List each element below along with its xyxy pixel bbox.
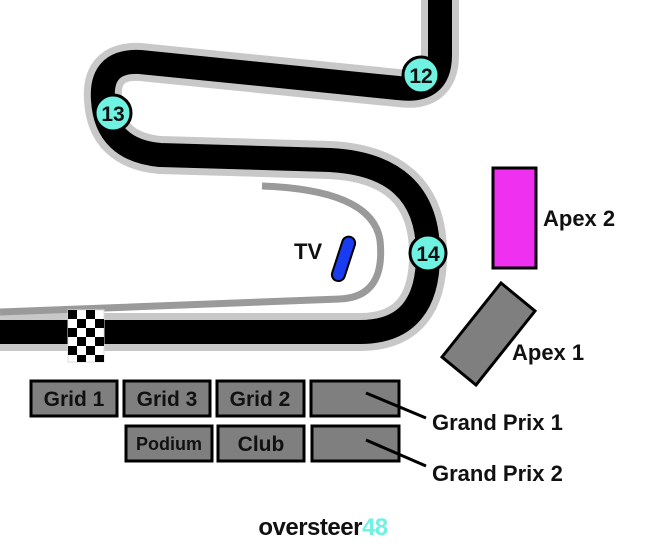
grid-1-stand[interactable]: Grid 1 [29,379,119,418]
tv-tower-icon [330,235,357,283]
apex-1-label: Apex 1 [512,340,584,365]
grand-prix-1-stand[interactable] [309,379,401,418]
club-label: Club [238,433,285,456]
podium-label: Podium [136,434,202,454]
corner-14-label: 14 [416,243,440,266]
grid-3-label: Grid 3 [137,388,198,411]
apex-1-stand[interactable] [439,280,538,388]
grand-prix-2-label: Grand Prix 2 [432,461,563,486]
grid-3-stand[interactable]: Grid 3 [122,379,212,418]
tv-label: TV [294,239,322,264]
corner-14-marker: 14 [408,233,448,273]
apex-2-label: Apex 2 [543,206,615,231]
corner-12-label: 12 [409,65,432,88]
start-finish-line [67,309,105,363]
grid-2-label: Grid 2 [230,388,291,411]
track [0,0,452,344]
podium-stand[interactable]: Podium [124,424,214,463]
club-stand[interactable]: Club [216,424,306,463]
corner-13-marker: 13 [93,93,133,133]
grand-prix-2-leader-line [365,438,427,468]
grand-prix-1-leader-line [365,391,427,420]
grand-prix-1-label: Grand Prix 1 [432,410,563,435]
corner-12-marker: 12 [401,55,441,95]
grid-2-stand[interactable]: Grid 2 [215,379,306,418]
apex-2-stand[interactable] [491,166,538,270]
logo-number: 48 [362,514,388,541]
logo-word: oversteer [258,514,362,541]
logo: oversteer48 [258,514,387,541]
pit-lane [0,182,385,316]
grid-1-label: Grid 1 [44,388,105,411]
grand-prix-2-stand[interactable] [310,424,401,463]
corner-13-label: 13 [101,103,124,126]
